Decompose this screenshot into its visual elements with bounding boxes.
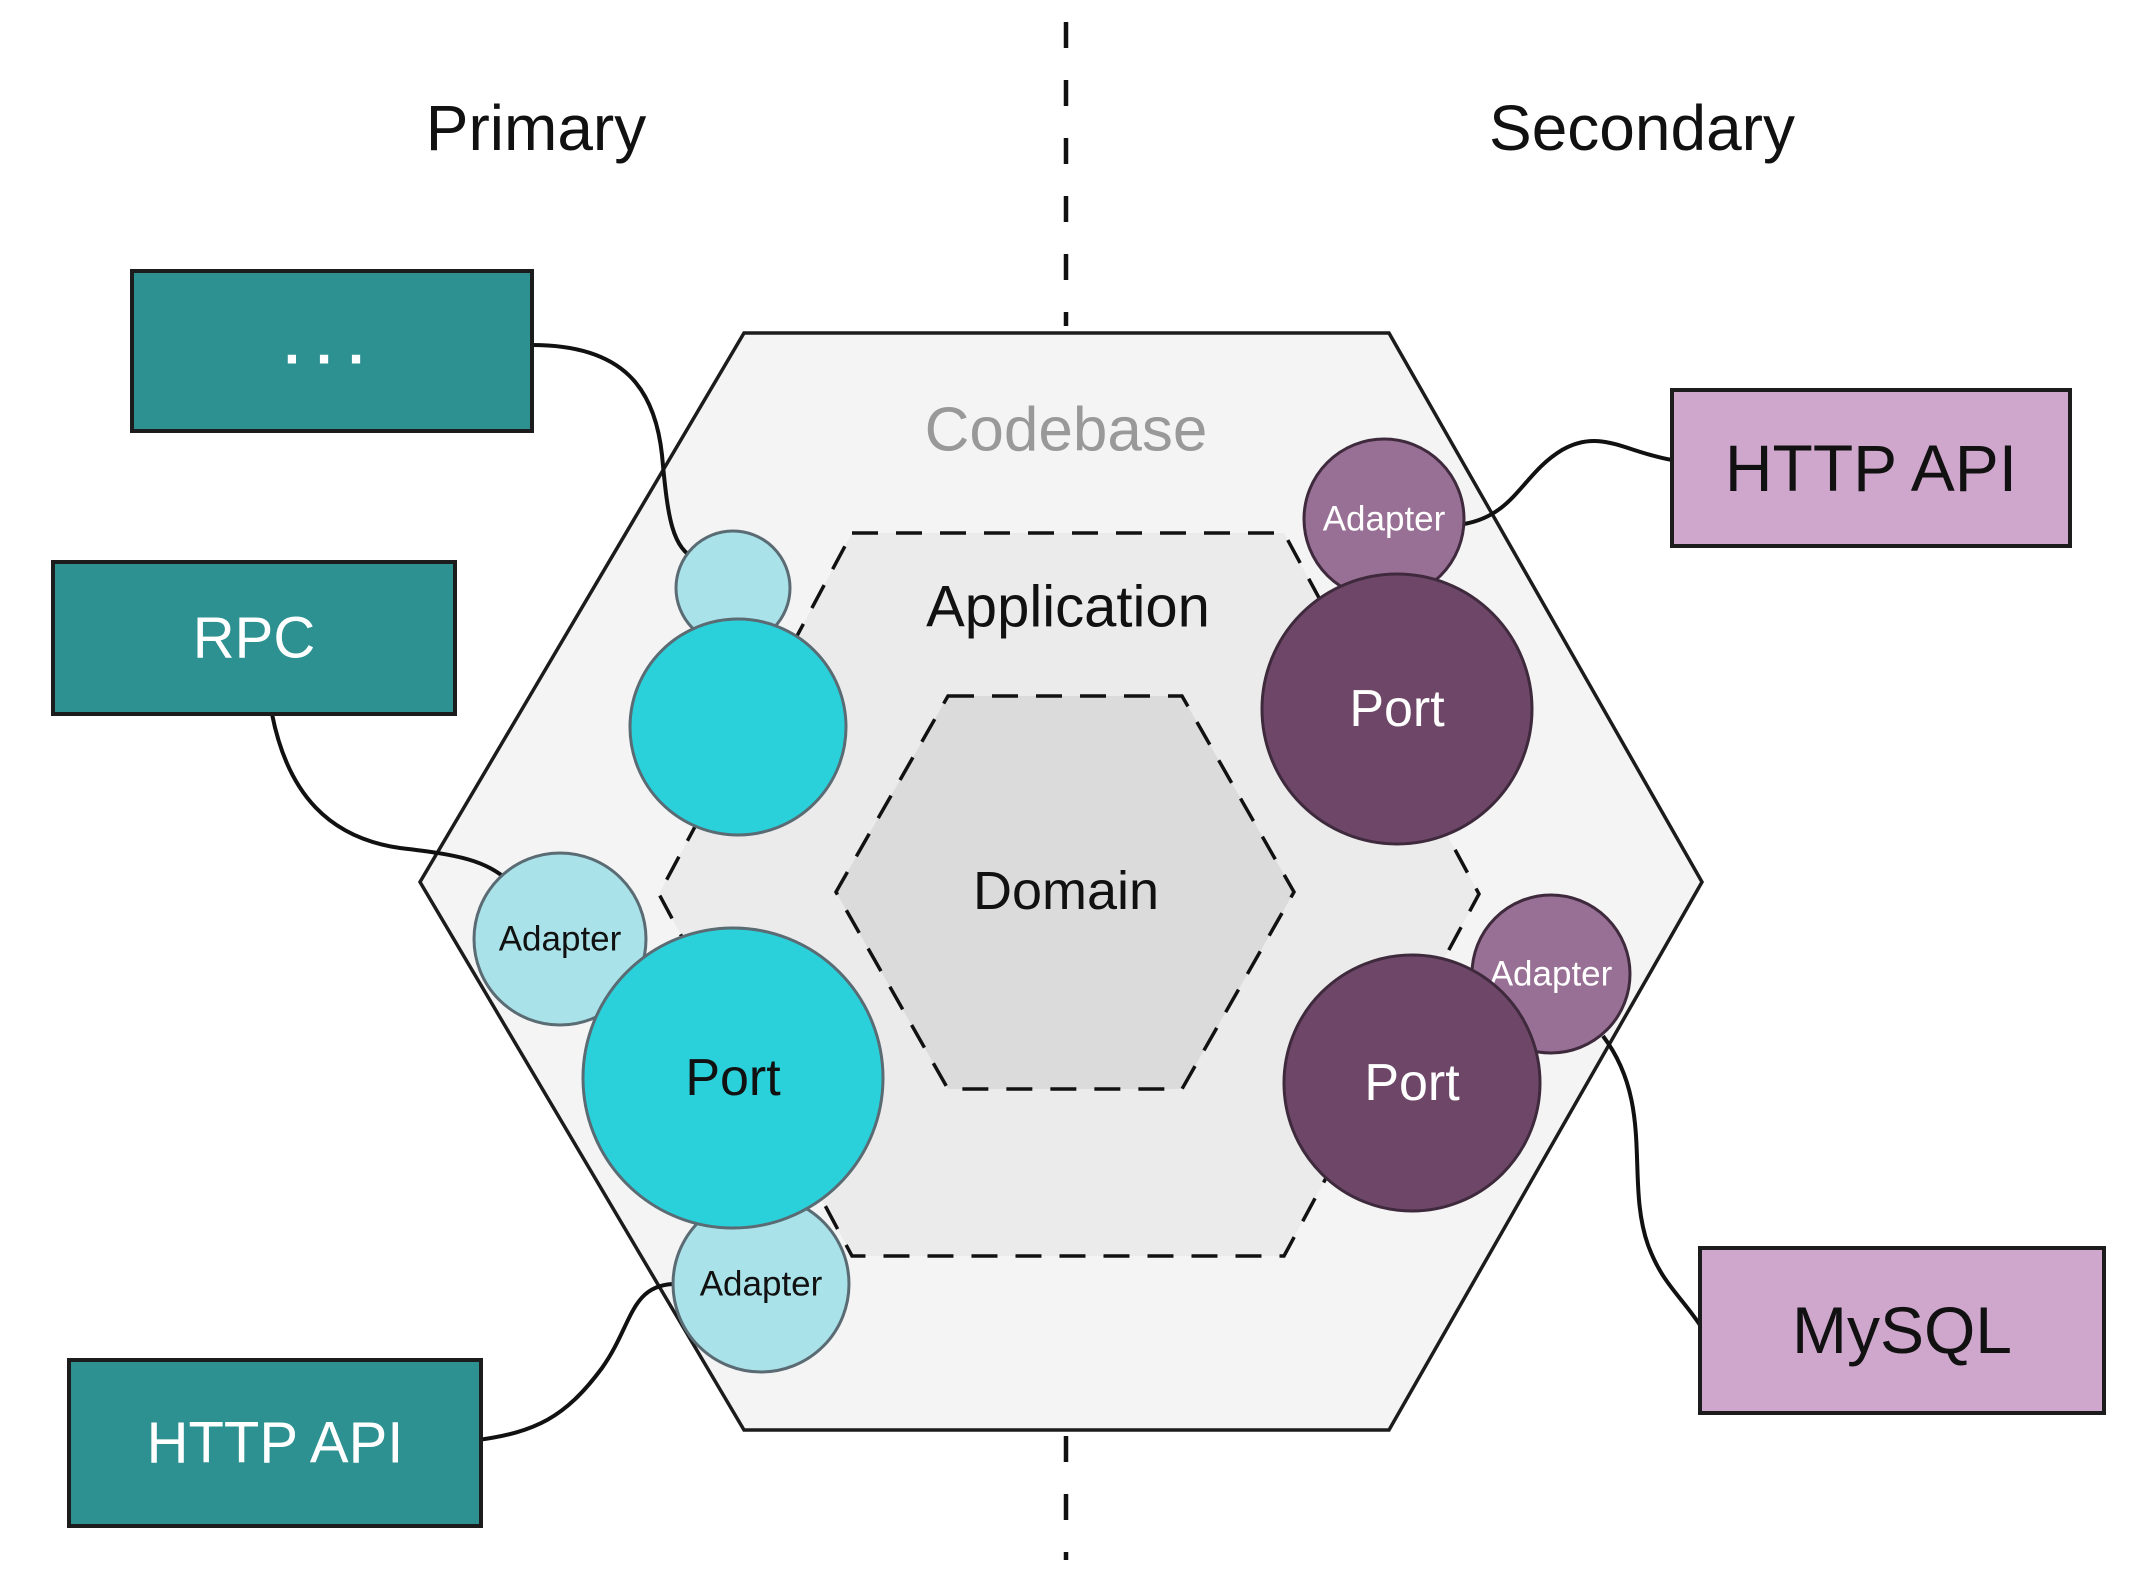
- primary-adapter-bottom-label: Adapter: [700, 1265, 823, 1304]
- connector-mysql-to-secondary-adapter: [1601, 1034, 1702, 1327]
- secondary-actor-httpapi-label: HTTP API: [1725, 431, 2017, 505]
- secondary-port-top-label: Port: [1349, 680, 1445, 738]
- secondary-port-bottom-label: Port: [1364, 1054, 1460, 1112]
- primary-port-main: Port: [581, 926, 885, 1230]
- primary-port-main-circle: [581, 926, 885, 1230]
- primary-actor-httpapi-box: HTTP API: [67, 1358, 483, 1528]
- primary-adapter-middle-circle: [472, 851, 648, 1027]
- secondary-actor-mysql-label: MySQL: [1792, 1293, 2012, 1367]
- secondary-port-bottom: Port: [1282, 953, 1542, 1213]
- primary-actor-rpc-box: RPC: [51, 560, 457, 716]
- primary-actor-dots-label: ...: [284, 312, 380, 377]
- secondary-actor-httpapi-rect: [1670, 388, 2072, 548]
- secondary-port-top-circle: [1260, 572, 1534, 846]
- application-label: Application: [926, 575, 1210, 640]
- connector-rpc-to-middle-adapter: [270, 713, 512, 884]
- domain-label: Domain: [973, 861, 1159, 921]
- connector-dots-to-top-adapter: [531, 343, 698, 562]
- secondary-actor-mysql-rect: [1698, 1246, 2106, 1415]
- connector-httpapi-to-bottom-adapter: [477, 1282, 674, 1442]
- primary-actor-rpc-rect: [51, 560, 457, 716]
- primary-port-main-label: Port: [685, 1049, 781, 1107]
- primary-actor-httpapi-label: HTTP API: [147, 1411, 404, 1476]
- secondary-adapter-top: Adapter: [1302, 437, 1466, 601]
- connector-httpapi-to-secondary-adapter: [1463, 439, 1673, 526]
- secondary-port-top: Port: [1260, 572, 1534, 846]
- primary-actor-dots-box: ...: [130, 269, 534, 433]
- primary-actor-dots-rect: [130, 269, 534, 433]
- secondary-adapter-top-label: Adapter: [1323, 500, 1446, 539]
- primary-adapter-middle-label: Adapter: [499, 920, 622, 959]
- secondary-actor-mysql-box: MySQL: [1698, 1246, 2106, 1415]
- primary-side-heading: Primary: [426, 92, 646, 164]
- secondary-side-heading: Secondary: [1489, 92, 1795, 164]
- primary-actor-rpc-label: RPC: [193, 606, 315, 671]
- secondary-adapter-bottom-label: Adapter: [1490, 955, 1613, 994]
- domain-hexagon: [833, 694, 1297, 1091]
- primary-adapter-bottom: Adapter: [671, 1194, 851, 1374]
- secondary-actor-httpapi-box: HTTP API: [1670, 388, 2072, 548]
- codebase-label: Codebase: [925, 396, 1208, 465]
- primary-actor-httpapi-rect: [67, 1358, 483, 1528]
- primary-port-top-circle: [628, 617, 848, 837]
- primary-adapter-middle: [472, 851, 648, 1027]
- secondary-port-bottom-circle: [1282, 953, 1542, 1213]
